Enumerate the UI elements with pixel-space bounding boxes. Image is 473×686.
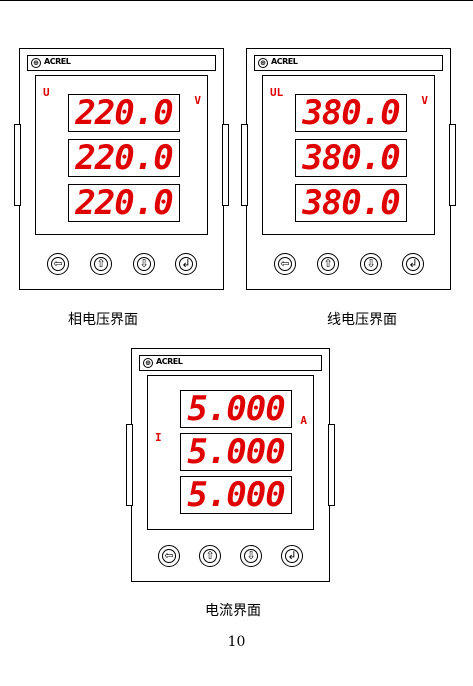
reading-row-2: 220.0 (68, 139, 180, 177)
reading-row-2: 5.000 (180, 433, 292, 471)
down-arrow-button[interactable]: ⇩ (133, 253, 155, 275)
left-arrow-button[interactable]: ⇦ (158, 545, 180, 567)
page-number: 10 (227, 634, 246, 650)
logo-icon: ⊕ (31, 58, 41, 68)
down-arrow-button[interactable]: ⇩ (360, 253, 382, 275)
reading-value: 5.000 (187, 475, 285, 515)
logo-text: ACREL (156, 357, 183, 366)
mounting-ear-right (449, 124, 456, 206)
header-rule (0, 0, 473, 1)
reading-value: 220.0 (75, 93, 173, 133)
reading-value: 220.0 (75, 183, 173, 223)
button-row: ⇦ ⇧ ⇩ ↲ (247, 253, 450, 277)
mounting-ear-left (126, 424, 133, 506)
reading-row-3: 220.0 (68, 184, 180, 222)
logo-bar: ⊕ ACREL (27, 55, 216, 71)
up-arrow-button[interactable]: ⇧ (90, 253, 112, 275)
up-arrow-button[interactable]: ⇧ (199, 545, 221, 567)
reading-value: 380.0 (302, 183, 400, 223)
quantity-label: UL (270, 86, 284, 99)
reading-row-3: 380.0 (295, 184, 407, 222)
logo-bar: ⊕ ACREL (139, 355, 322, 371)
mounting-ear-right (328, 424, 335, 506)
enter-button[interactable]: ↲ (281, 545, 303, 567)
quantity-label: I (155, 431, 162, 444)
display-window: UL V 380.0 380.0 380.0 (262, 75, 435, 235)
reading-value: 220.0 (75, 138, 173, 178)
reading-row-1: 5.000 (180, 390, 292, 428)
caption-current: 电流界面 (205, 603, 261, 619)
enter-button[interactable]: ↲ (402, 253, 424, 275)
up-arrow-button[interactable]: ⇧ (317, 253, 339, 275)
unit-label: A (300, 414, 307, 427)
reading-row-2: 380.0 (295, 139, 407, 177)
caption-line-voltage: 线电压界面 (327, 312, 397, 328)
logo-icon: ⊕ (143, 358, 153, 368)
reading-value: 380.0 (302, 93, 400, 133)
reading-value: 380.0 (302, 138, 400, 178)
logo-text: ACREL (271, 57, 298, 66)
quantity-label: U (43, 86, 50, 99)
caption-phase-voltage: 相电压界面 (68, 312, 138, 328)
down-arrow-button[interactable]: ⇩ (240, 545, 262, 567)
display-window: U V 220.0 220.0 220.0 (35, 75, 208, 235)
meter-current: ⊕ ACREL I A 5.000 5.000 5.000 ⇦ ⇧ ⇩ ↲ (126, 348, 335, 582)
unit-label: V (421, 94, 428, 107)
mounting-ear-left (241, 124, 248, 206)
display-window: I A 5.000 5.000 5.000 (147, 375, 314, 530)
logo-text: ACREL (44, 57, 71, 66)
logo-icon: ⊕ (258, 58, 268, 68)
reading-value: 5.000 (187, 432, 285, 472)
button-row: ⇦ ⇧ ⇩ ↲ (20, 253, 223, 277)
mounting-ear-right (222, 124, 229, 206)
reading-row-1: 380.0 (295, 94, 407, 132)
reading-row-3: 5.000 (180, 476, 292, 514)
logo-bar: ⊕ ACREL (254, 55, 443, 71)
reading-value: 5.000 (187, 389, 285, 429)
meter-phase-voltage: ⊕ ACREL U V 220.0 220.0 220.0 ⇦ ⇧ ⇩ ↲ (14, 48, 229, 290)
mounting-ear-left (14, 124, 21, 206)
left-arrow-button[interactable]: ⇦ (274, 253, 296, 275)
left-arrow-button[interactable]: ⇦ (47, 253, 69, 275)
button-row: ⇦ ⇧ ⇩ ↲ (132, 545, 329, 569)
reading-row-1: 220.0 (68, 94, 180, 132)
meter-line-voltage: ⊕ ACREL UL V 380.0 380.0 380.0 ⇦ ⇧ ⇩ ↲ (241, 48, 456, 290)
enter-button[interactable]: ↲ (175, 253, 197, 275)
unit-label: V (194, 94, 201, 107)
